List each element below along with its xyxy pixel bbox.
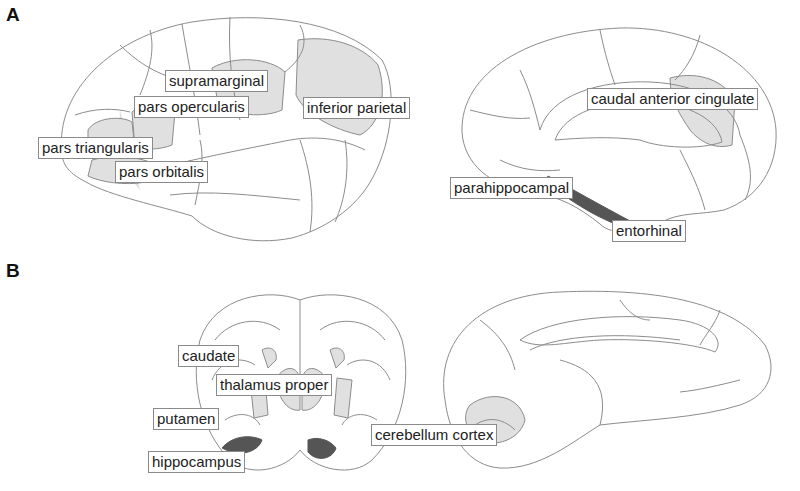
region-label: hippocampus (148, 451, 245, 473)
panel-letter: B (6, 260, 20, 282)
region-label: caudal anterior cingulate (587, 88, 758, 110)
region-label: entorhinal (612, 220, 686, 242)
region-label: putamen (153, 408, 219, 430)
region-label: pars triangularis (38, 137, 153, 159)
region-label: caudate (178, 345, 239, 367)
region-label: pars opercularis (134, 96, 249, 118)
region-label: supramarginal (165, 70, 268, 92)
region-label: pars orbitalis (115, 161, 208, 183)
region-label: cerebellum cortex (371, 424, 497, 446)
region-label: thalamus proper (216, 374, 332, 396)
panel-letter: A (6, 4, 20, 26)
region-label: inferior parietal (303, 97, 410, 119)
region-label: parahippocampal (450, 177, 573, 199)
